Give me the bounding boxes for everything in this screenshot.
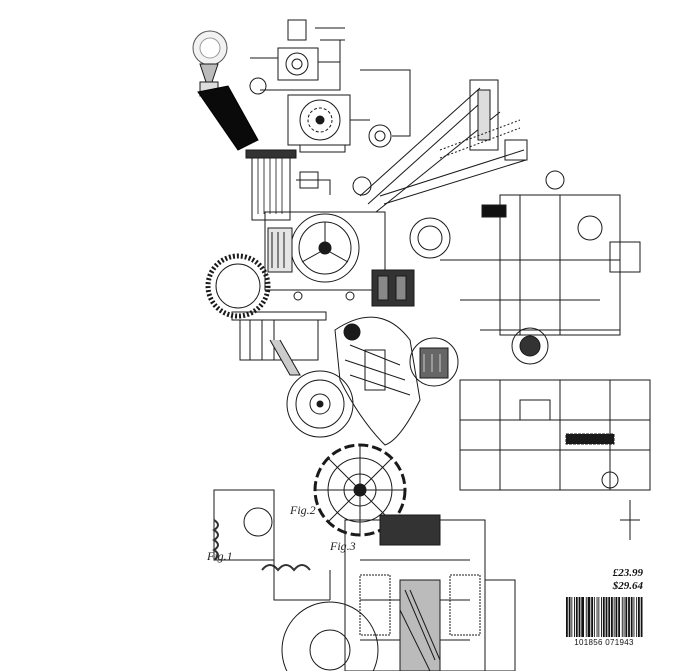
barcode-bar [633, 597, 635, 637]
barcode-bar [568, 597, 571, 637]
bottom-assembly-figure [281, 514, 516, 671]
disc-figure [286, 370, 354, 438]
pump-arm-figure [352, 79, 528, 213]
commutator-figure [313, 443, 407, 537]
barcode-bar [574, 597, 575, 637]
barcode-bar [615, 597, 618, 637]
drum-figure [409, 217, 459, 387]
barcode-bar [640, 597, 643, 637]
barcode-bar [638, 597, 640, 637]
barcode-bar [601, 597, 602, 637]
barcode-bar [611, 597, 613, 637]
barcode-bar [585, 597, 587, 637]
hull-figure [334, 316, 421, 446]
circuit-network-figure [440, 170, 651, 540]
barcode-bars [566, 597, 643, 637]
barcode-icon: 101856 071943 [563, 595, 645, 650]
barcode-bar [578, 597, 581, 637]
barcode-bar [602, 597, 605, 637]
cylinder-figure [245, 149, 331, 221]
price-usd: $29.64 [612, 580, 643, 592]
barcode-bar [630, 597, 633, 637]
piston-assembly-figure [231, 311, 327, 376]
fig-2-label: Fig.2 [289, 503, 316, 517]
barcode-bar [581, 597, 584, 637]
flywheel-figure [264, 211, 386, 301]
dynamo-figure [287, 69, 411, 153]
transformer-figure [371, 269, 415, 307]
motor-figure-top [249, 19, 345, 95]
barcode-bar [608, 597, 611, 637]
barcode-bar [605, 597, 608, 637]
barcode-bar [636, 597, 638, 637]
barcode-bar [621, 597, 623, 637]
barcode-bar [587, 597, 591, 637]
barcode-bar [571, 597, 573, 637]
price-gbp: £23.99 [612, 567, 643, 579]
barcode-number: 101856 071943 [574, 638, 634, 647]
coil-circuit-figure [212, 489, 331, 601]
barcode-bar [596, 597, 598, 637]
barcode-bar [613, 597, 615, 637]
torch-hand-icon [192, 30, 259, 151]
barcode-bar [628, 597, 630, 637]
barcode-bar [623, 597, 625, 637]
barcode-bar [591, 597, 593, 637]
fig-1-label: Fig.1 [206, 549, 233, 563]
barcode-bar [598, 597, 600, 637]
barcode-bar [625, 597, 628, 637]
barcode-bar [575, 597, 578, 637]
barcode-bar [593, 597, 595, 637]
barcode-bar [618, 597, 620, 637]
fig-3-label: Fig.3 [329, 539, 356, 553]
barcode-bar [566, 597, 568, 637]
ring-armature-figure [205, 253, 271, 319]
